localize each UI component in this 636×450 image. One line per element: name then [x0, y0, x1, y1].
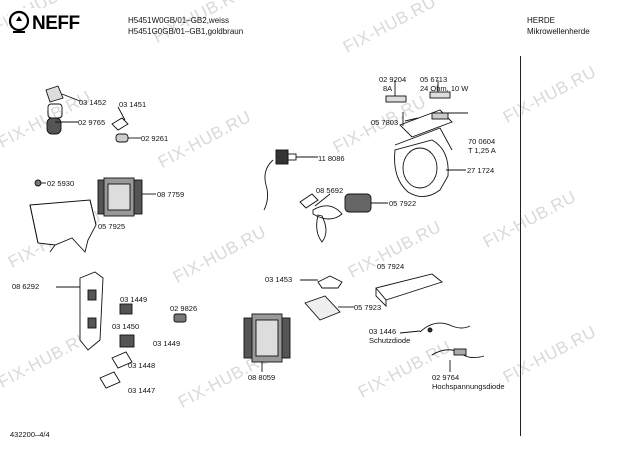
logo-text: NEFF [32, 13, 80, 34]
part-label: 24 Ohm, 10 W [420, 84, 469, 93]
clip-drawing [111, 106, 129, 131]
part-label: T 1,25 A [468, 146, 496, 155]
part-label: 08 8059 [248, 373, 276, 382]
part-label: 03 1446 [369, 327, 397, 336]
shield-plate-drawing [375, 273, 443, 308]
part-label: 02 9765 [78, 118, 106, 127]
part-label: 02 9826 [170, 304, 198, 313]
page-reference: 432200–4/4 [10, 430, 50, 439]
part-label: 03 1447 [128, 386, 156, 395]
part-label: 03 1449 [153, 339, 181, 348]
part-label: 03 1449 [120, 295, 148, 304]
small-part-drawing [115, 133, 141, 143]
part-label: 08 7759 [157, 190, 185, 199]
hv-transformer-drawing [243, 313, 291, 372]
part-label: 05 7923 [354, 303, 382, 312]
part-label: 03 1451 [119, 100, 147, 109]
part-label: 03 1453 [265, 275, 293, 284]
part-label: Schutzdiode [369, 336, 411, 345]
microswitch-drawing [99, 303, 187, 389]
resistor-fuse-board-drawing [385, 80, 468, 138]
part-label: 27 1724 [467, 166, 495, 175]
part-label: Hochspannungsdiode [432, 382, 505, 391]
fan-housing-drawing [394, 127, 466, 197]
part-label: 05 7924 [377, 262, 405, 271]
fan-motor-drawing [344, 193, 388, 213]
capacitor-drawing [304, 295, 354, 321]
transformer-small-drawing [97, 177, 156, 217]
part-label: 70 0604 [468, 137, 496, 146]
part-label: 05 7922 [389, 199, 417, 208]
part-label: 05 6713 [420, 75, 448, 84]
part-label: 02 9261 [141, 134, 169, 143]
column-divider [520, 56, 521, 436]
part-label: 11 8086 [318, 154, 345, 163]
model-line-1: H5451W0GB/01–GB2,weiss [128, 16, 229, 25]
mounting-clip-drawing [300, 275, 343, 289]
part-label: 03 1450 [112, 322, 140, 331]
part-label: 02 5930 [47, 179, 75, 188]
part-label: 05 7925 [98, 222, 126, 231]
part-label: 8A [383, 84, 393, 93]
part-label: 02 9204 [379, 75, 407, 84]
part-label: 08 6292 [12, 282, 40, 291]
switch-mount-drawing [56, 271, 104, 351]
part-label: 02 9764 [432, 373, 460, 382]
part-label: 08 5692 [316, 186, 344, 195]
part-label: 05 7803 [371, 118, 399, 127]
hv-diode-drawing [431, 348, 485, 372]
neff-logo: NEFF [8, 8, 108, 38]
part-label: 03 1448 [128, 361, 156, 370]
model-line-2: H5451G0GB/01–GB1,goldbraun [128, 27, 244, 36]
bracket-drawing [29, 199, 97, 253]
screw-drawing [34, 179, 46, 187]
lamp-holder-drawing [45, 85, 81, 135]
power-cable-drawing [263, 149, 318, 211]
subcategory-title: Mikrowellenherde [527, 27, 590, 36]
fan-blade-drawing [299, 193, 343, 243]
category-title: HERDE [527, 16, 556, 25]
protection-diode-drawing [399, 322, 471, 334]
part-label: 03 1452 [79, 98, 107, 107]
